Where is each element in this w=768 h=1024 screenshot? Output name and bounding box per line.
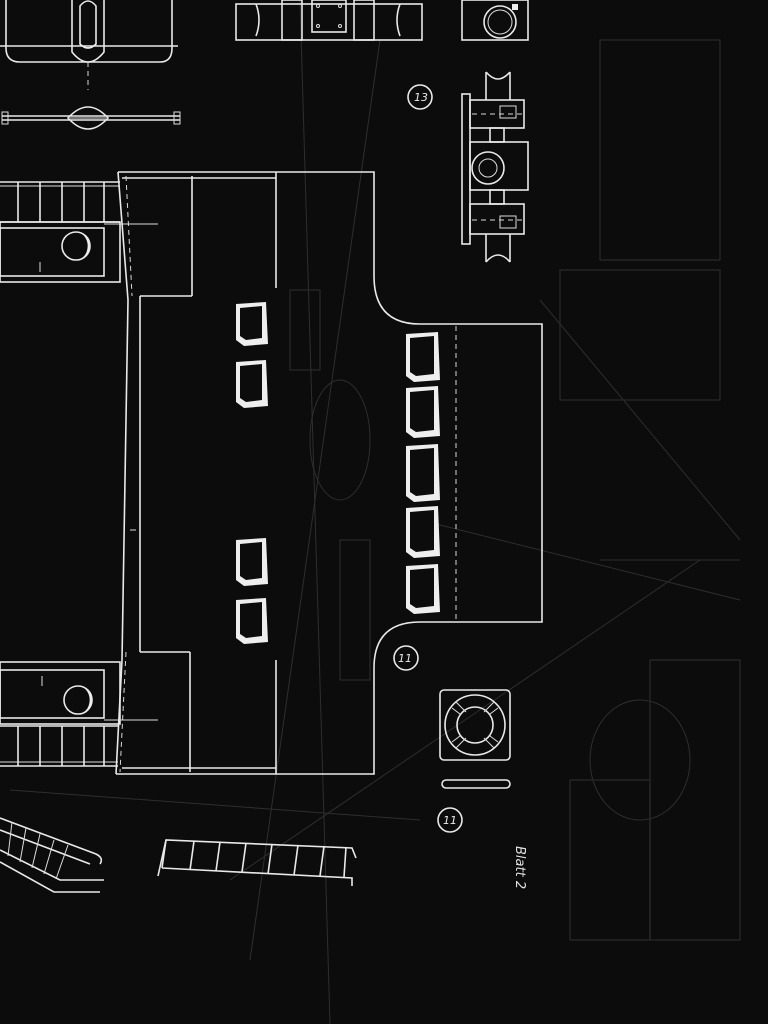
windlass-vertical	[461, 71, 529, 263]
sheet-label: Blatt 2	[512, 846, 527, 889]
top-capstan-box	[461, 0, 529, 41]
gangway-ladder	[0, 817, 104, 893]
window-left-3	[236, 538, 268, 586]
callout-11-deck: 11	[393, 645, 419, 671]
lifebuoy-side-view	[441, 779, 511, 789]
window-left-2	[236, 360, 268, 408]
callout-11-lifebuoy-label: 11	[443, 814, 457, 827]
lifebuoy	[439, 689, 511, 761]
sheet-label-group: Blatt 2	[512, 846, 527, 889]
deckhouse-outline	[104, 171, 543, 775]
callout-13: 13	[407, 84, 433, 110]
window-right-2	[406, 386, 440, 438]
upper-railing	[0, 181, 120, 223]
top-winch-assembly	[235, 0, 423, 41]
lower-railing	[0, 725, 118, 767]
upper-porthole-box	[0, 221, 121, 283]
top-left-eye-element	[1, 106, 181, 130]
callout-11-lifebuoy: 11	[437, 807, 463, 833]
ghost-background-drawing	[9, 0, 741, 1024]
top-left-fitting	[0, 0, 178, 90]
deck-ladder	[157, 839, 357, 886]
window-right-1	[406, 332, 440, 382]
callout-11-deck-label: 11	[398, 652, 412, 665]
window-left-1	[236, 302, 268, 346]
window-left-4	[236, 598, 268, 644]
window-right-5	[406, 564, 440, 614]
deckhouse-windows	[236, 302, 440, 644]
window-right-3	[406, 444, 440, 502]
callout-13-label: 13	[414, 91, 428, 104]
window-right-4	[406, 506, 440, 558]
lower-porthole-box	[0, 661, 121, 725]
